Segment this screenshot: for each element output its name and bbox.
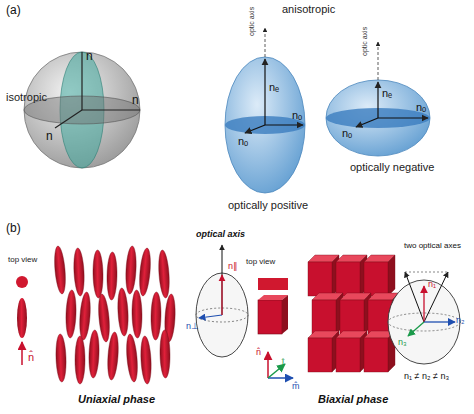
symbol-label: m̂ [292, 382, 300, 391]
block [340, 293, 371, 334]
index-sphere [24, 52, 140, 168]
caption-text: nₒ [416, 102, 426, 113]
symbol-label: n₂ [456, 316, 465, 325]
symbol-label: n⊥ [186, 322, 199, 331]
rod [151, 292, 162, 340]
rod [160, 330, 171, 378]
block [308, 255, 339, 296]
rod [106, 332, 119, 381]
rod [93, 250, 104, 298]
symbol-label: l̂ [282, 360, 284, 369]
rod [55, 334, 67, 382]
symbol-label: n̂ [256, 348, 261, 357]
block-cluster [308, 255, 399, 372]
rod [97, 294, 111, 343]
rod [117, 288, 129, 336]
caption-text: n̂ [28, 352, 34, 363]
caption-text: n [86, 50, 93, 62]
oblate-ellipsoid [326, 42, 430, 156]
rod [125, 334, 139, 383]
caption-text: n [46, 130, 53, 142]
uniaxial-ellipsoid [196, 245, 248, 357]
rod-cluster [53, 246, 176, 385]
caption-text: n [132, 94, 139, 106]
rod [125, 246, 137, 294]
block [364, 255, 395, 296]
rod [140, 336, 152, 384]
symbol-label: top view [8, 256, 37, 264]
caption-text: nₒ [292, 110, 302, 121]
rod [73, 248, 85, 296]
block [336, 255, 367, 296]
caption-text: nₑ [382, 88, 392, 99]
caption-text: (a) [6, 4, 21, 16]
rod [132, 290, 143, 338]
symbol-label: n₁ ≠ n₂ ≠ n₃ [404, 372, 449, 381]
uniaxial-top-view [16, 276, 28, 365]
symbol-label: optical axis [196, 230, 245, 239]
prolate-ellipsoid [225, 28, 305, 193]
block [336, 331, 367, 372]
rod [65, 290, 77, 338]
caption-text: anisotropic [282, 4, 335, 15]
symbol-label: n₃ [398, 338, 407, 347]
axis-label: optic axis [361, 27, 368, 56]
symbol-label: n∥ [228, 262, 238, 271]
caption-text: optically positive [228, 200, 308, 211]
symbol-label: n₁ [428, 280, 436, 289]
rod [75, 336, 85, 384]
caption-text: (b) [6, 222, 21, 234]
axis-label: optic axis [248, 7, 255, 36]
caption-text: Biaxial phase [318, 394, 388, 405]
caption-text: nₒ [342, 128, 352, 139]
rod [78, 292, 91, 341]
caption-text: nₒ [238, 136, 248, 147]
rod [157, 250, 170, 299]
rod [107, 252, 118, 300]
block [308, 331, 339, 372]
caption-text: nₑ [269, 82, 279, 93]
rod [88, 330, 100, 378]
biaxial-top-view [258, 278, 293, 378]
caption-text: Uniaxial phase [78, 394, 155, 405]
symbol-label: two optical axes [404, 242, 461, 250]
biaxial-ellipsoid [388, 272, 460, 364]
symbol-label: top view [246, 258, 275, 266]
caption-text: optically negative [350, 162, 434, 173]
rod [53, 246, 67, 295]
caption-text: isotropic [6, 92, 47, 103]
rod [138, 248, 152, 297]
block [312, 293, 343, 334]
